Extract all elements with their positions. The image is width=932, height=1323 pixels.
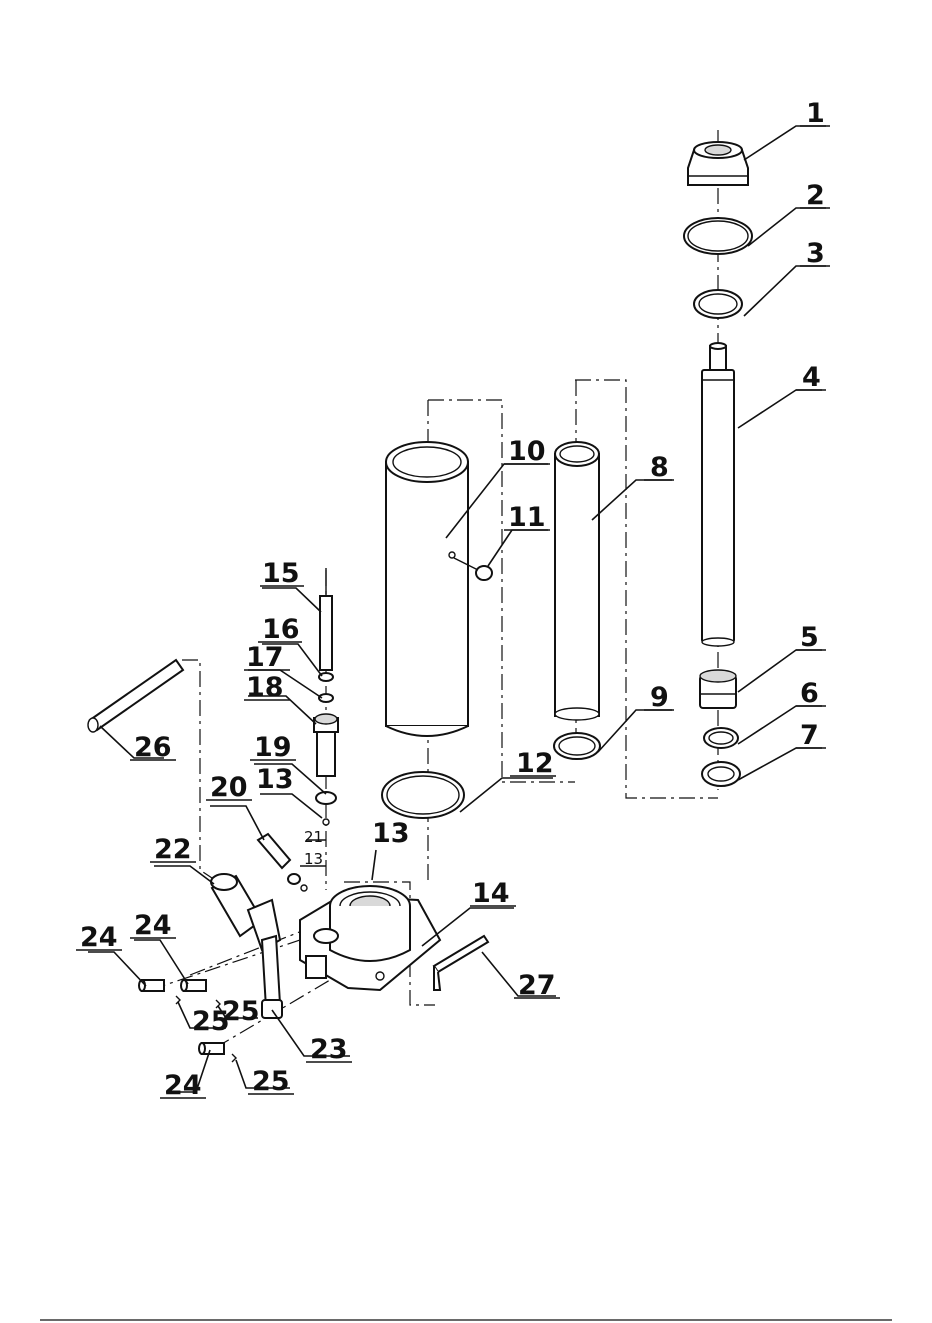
- callout-21: 21: [304, 828, 323, 846]
- part-1-nut: [688, 142, 748, 185]
- part-25-clip-c: [232, 1054, 236, 1062]
- callout-13-upper: 13: [256, 764, 294, 795]
- callout-10: 10: [508, 436, 546, 467]
- callout-16: 16: [262, 614, 300, 645]
- callout-19: 19: [254, 732, 292, 763]
- part-8-inner-cylinder: [555, 442, 599, 720]
- part-12-seal-inner: [387, 776, 459, 814]
- part-26-handle-bar: [88, 660, 183, 732]
- part-14-base: [300, 886, 440, 990]
- callout-5: 5: [800, 622, 819, 653]
- part-24-pin-b: [181, 980, 206, 991]
- callout-7: 7: [800, 720, 819, 751]
- callout-27: 27: [518, 970, 556, 1001]
- callout-25-bottom: 25: [252, 1066, 290, 1097]
- part-23-link: [262, 936, 282, 1018]
- callout-3: 3: [806, 238, 825, 269]
- part-13-ball: [323, 819, 329, 825]
- callout-26: 26: [134, 732, 172, 763]
- part-18-pump-body: [314, 714, 338, 776]
- callout-17: 17: [246, 642, 284, 673]
- callout-24-mid: 24: [134, 910, 172, 941]
- callout-20: 20: [210, 772, 248, 803]
- callout-23: 23: [310, 1034, 348, 1065]
- callout-24-bottom: 24: [164, 1070, 202, 1101]
- part-21-seal: [288, 874, 300, 884]
- part-27-rod: [434, 936, 488, 990]
- callout-4: 4: [802, 362, 821, 393]
- callout-13-base: 13: [372, 818, 410, 849]
- part-6-ring-inner: [709, 732, 733, 744]
- callout-24-left: 24: [80, 922, 118, 953]
- callout-22: 22: [154, 834, 192, 865]
- callout-2: 2: [806, 180, 825, 211]
- callout-15: 15: [262, 558, 300, 589]
- callout-8: 8: [650, 452, 669, 483]
- callout-25-mid: 25: [222, 996, 260, 1027]
- part-24-pin-c: [199, 1043, 224, 1054]
- callout-1: 1: [806, 98, 825, 129]
- callout-18: 18: [246, 672, 284, 703]
- part-10-outer-cylinder: [386, 442, 468, 736]
- part-9-ring-inner: [559, 737, 595, 755]
- part-4-piston-rod: [702, 343, 734, 646]
- callout-14: 14: [472, 878, 510, 909]
- part-15-pump-plunger: [320, 568, 332, 670]
- callout-13-small: 13: [304, 850, 323, 868]
- part-7-ring-inner: [708, 767, 734, 781]
- callout-11: 11: [508, 502, 546, 533]
- part-11-plug: [476, 566, 492, 580]
- part-3-ring-inner: [699, 294, 737, 314]
- part-2-ring-inner: [688, 221, 748, 251]
- part-5-piston: [700, 670, 736, 708]
- callout-9: 9: [650, 682, 669, 713]
- callout-12: 12: [516, 748, 554, 779]
- part-13-ball-2: [301, 885, 307, 891]
- callout-6: 6: [800, 678, 819, 709]
